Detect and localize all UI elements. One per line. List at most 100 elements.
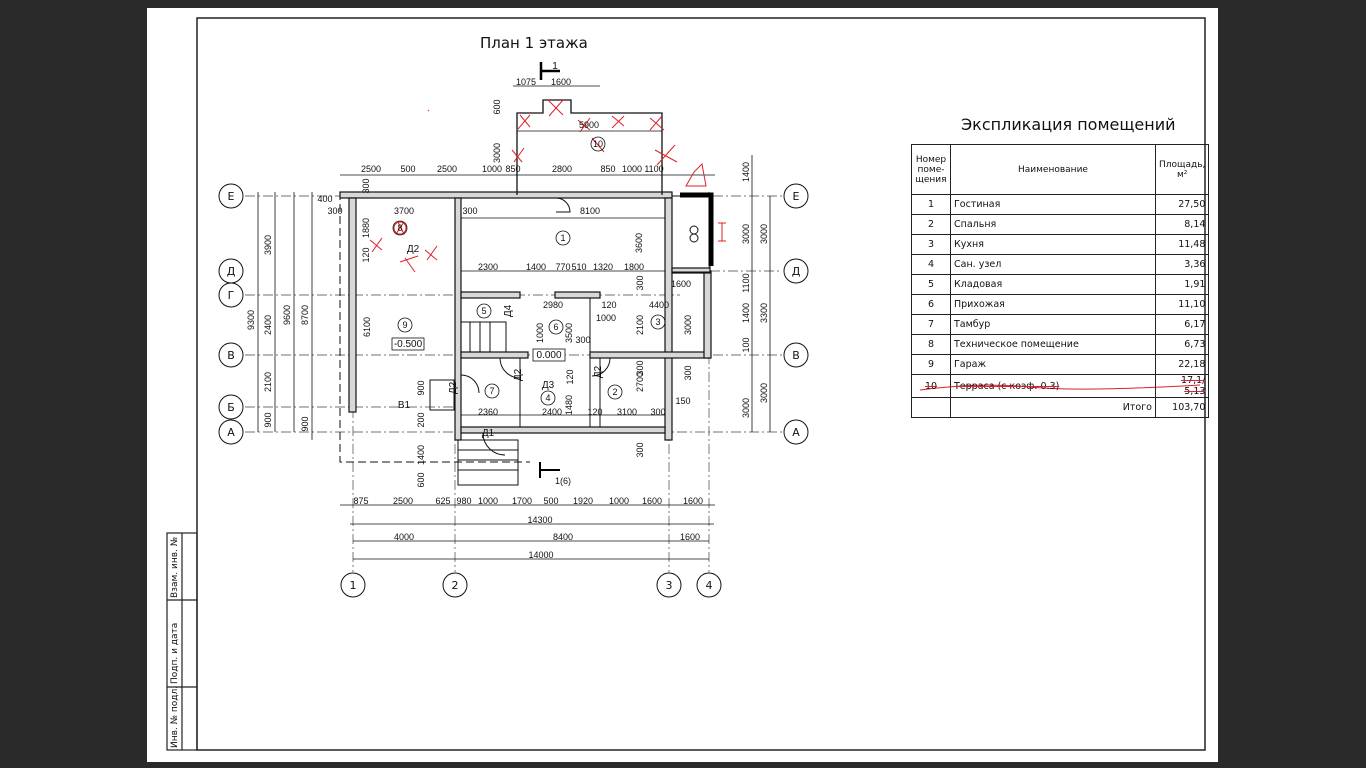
room-area: 22,18 (1154, 354, 1210, 375)
room-number: 1 (911, 194, 951, 215)
dimension-label: 1600 (680, 532, 700, 542)
dimension-label: 2500 (393, 496, 413, 506)
room-number-circle (476, 303, 492, 319)
door-label: Д2 (593, 365, 604, 378)
door-label: Д2 (448, 381, 459, 394)
room-name: Терраса (с коэф. 0.3) (950, 374, 1156, 398)
axis-label: Д (227, 265, 236, 278)
dimension-label: 2100 (263, 372, 273, 392)
dimension-label: 3000 (492, 143, 502, 163)
dimension-label: 1700 (512, 496, 532, 506)
door-label: В1 (398, 400, 411, 411)
axis-label: 3 (666, 579, 673, 592)
section-mark-icon (539, 62, 560, 80)
room-number-circle (590, 136, 606, 152)
dimension-label: 1075 (516, 77, 536, 87)
dimension-label: 4400 (649, 300, 669, 310)
dimension-label: 1600 (551, 77, 571, 87)
room-number: 2 (911, 214, 951, 235)
dimension-label: 1000 (596, 313, 616, 323)
room-number: 6 (911, 294, 951, 315)
axis-label: Е (793, 190, 800, 203)
room-number-label: 6 (553, 322, 558, 332)
dimension-label: 300 (635, 442, 645, 457)
dimension-label: 14000 (528, 550, 553, 560)
dimension-label: 850 (505, 164, 520, 174)
dimension-label: 1000 (535, 323, 545, 343)
room-number-label: 7 (489, 386, 494, 396)
room-number-circle (540, 390, 556, 406)
door-label: Д2 (513, 368, 524, 381)
dimension-label: 2700 (635, 372, 645, 392)
room-number: 10 (911, 374, 951, 398)
door-label: Д2 (407, 244, 420, 255)
axis-label: А (792, 426, 800, 439)
axis-marker-col-3: 4 (696, 572, 722, 598)
axis-label: 1 (350, 579, 357, 592)
dimension-label: 1400 (741, 303, 751, 323)
dimension-label: 300 (575, 335, 590, 345)
dimension-label: 9600 (282, 305, 292, 325)
dimension-label: 1100 (644, 164, 663, 174)
dimension-label: 300 (462, 206, 477, 216)
dimension-label: 3000 (741, 224, 751, 244)
dimension-label: 1320 (593, 262, 613, 272)
room-area: 11,10 (1154, 294, 1210, 315)
dimension-label: 8400 (553, 532, 573, 542)
dimension-label: 1880 (361, 218, 371, 238)
room-area: 17,1/ 5,13 (1154, 374, 1210, 398)
door-label: Д3 (542, 380, 555, 391)
dimension-label: 300 (683, 365, 693, 380)
dimension-label: 3000 (741, 398, 751, 418)
room-name: Техническое помещение (950, 334, 1156, 355)
axis-label: А (227, 426, 235, 439)
room-number-circle (548, 319, 564, 335)
dimension-label: 4000 (394, 532, 414, 542)
room-area: 1,91 (1154, 274, 1210, 295)
room-number-circle (555, 230, 571, 246)
dimension-label: 625 (435, 496, 450, 506)
dimension-label: 600 (492, 99, 502, 114)
dimension-label: 2500 (437, 164, 457, 174)
room-number: 3 (911, 234, 951, 255)
room-name: Кладовая (950, 274, 1156, 295)
room-number-label: 4 (545, 393, 550, 403)
dimension-label: 1800 (624, 262, 644, 272)
room-number: 9 (911, 354, 951, 375)
dimension-label: 6100 (362, 317, 372, 337)
dimension-label: 150 (675, 396, 690, 406)
bath-fixture-icon (689, 225, 699, 243)
header-name: Наименование (950, 144, 1156, 195)
dimension-label: 1400 (416, 445, 426, 465)
dimension-label: 300 (327, 206, 342, 216)
walls (339, 191, 712, 441)
room-number: 4 (911, 254, 951, 275)
dimension-label: 9300 (246, 310, 256, 330)
level-mark: -0.500 (394, 339, 423, 350)
axis-label: 2 (452, 579, 459, 592)
total-value: 103,70 (1154, 397, 1210, 418)
room-name: Спальня (950, 214, 1156, 235)
axis-label: В (792, 349, 800, 362)
dimension-label: 1600 (671, 279, 691, 289)
stamp-inv-original: Инв. № подл. (170, 685, 180, 748)
room-name: Сан. узел (950, 254, 1156, 275)
dimension-label: 14300 (527, 515, 552, 525)
dimension-label: 1600 (642, 496, 662, 506)
terrace-outline (516, 99, 663, 195)
room-number: 7 (911, 314, 951, 335)
level-mark-box (391, 337, 425, 351)
room-number-label: 1 (560, 233, 565, 243)
dimension-lines (257, 85, 771, 560)
room-number-label: 9 (402, 320, 407, 330)
dimension-label: 600 (416, 472, 426, 487)
dimension-label: 1100 (741, 273, 751, 292)
dimension-label: 3500 (564, 323, 574, 343)
dimension-label: 1600 (683, 496, 703, 506)
